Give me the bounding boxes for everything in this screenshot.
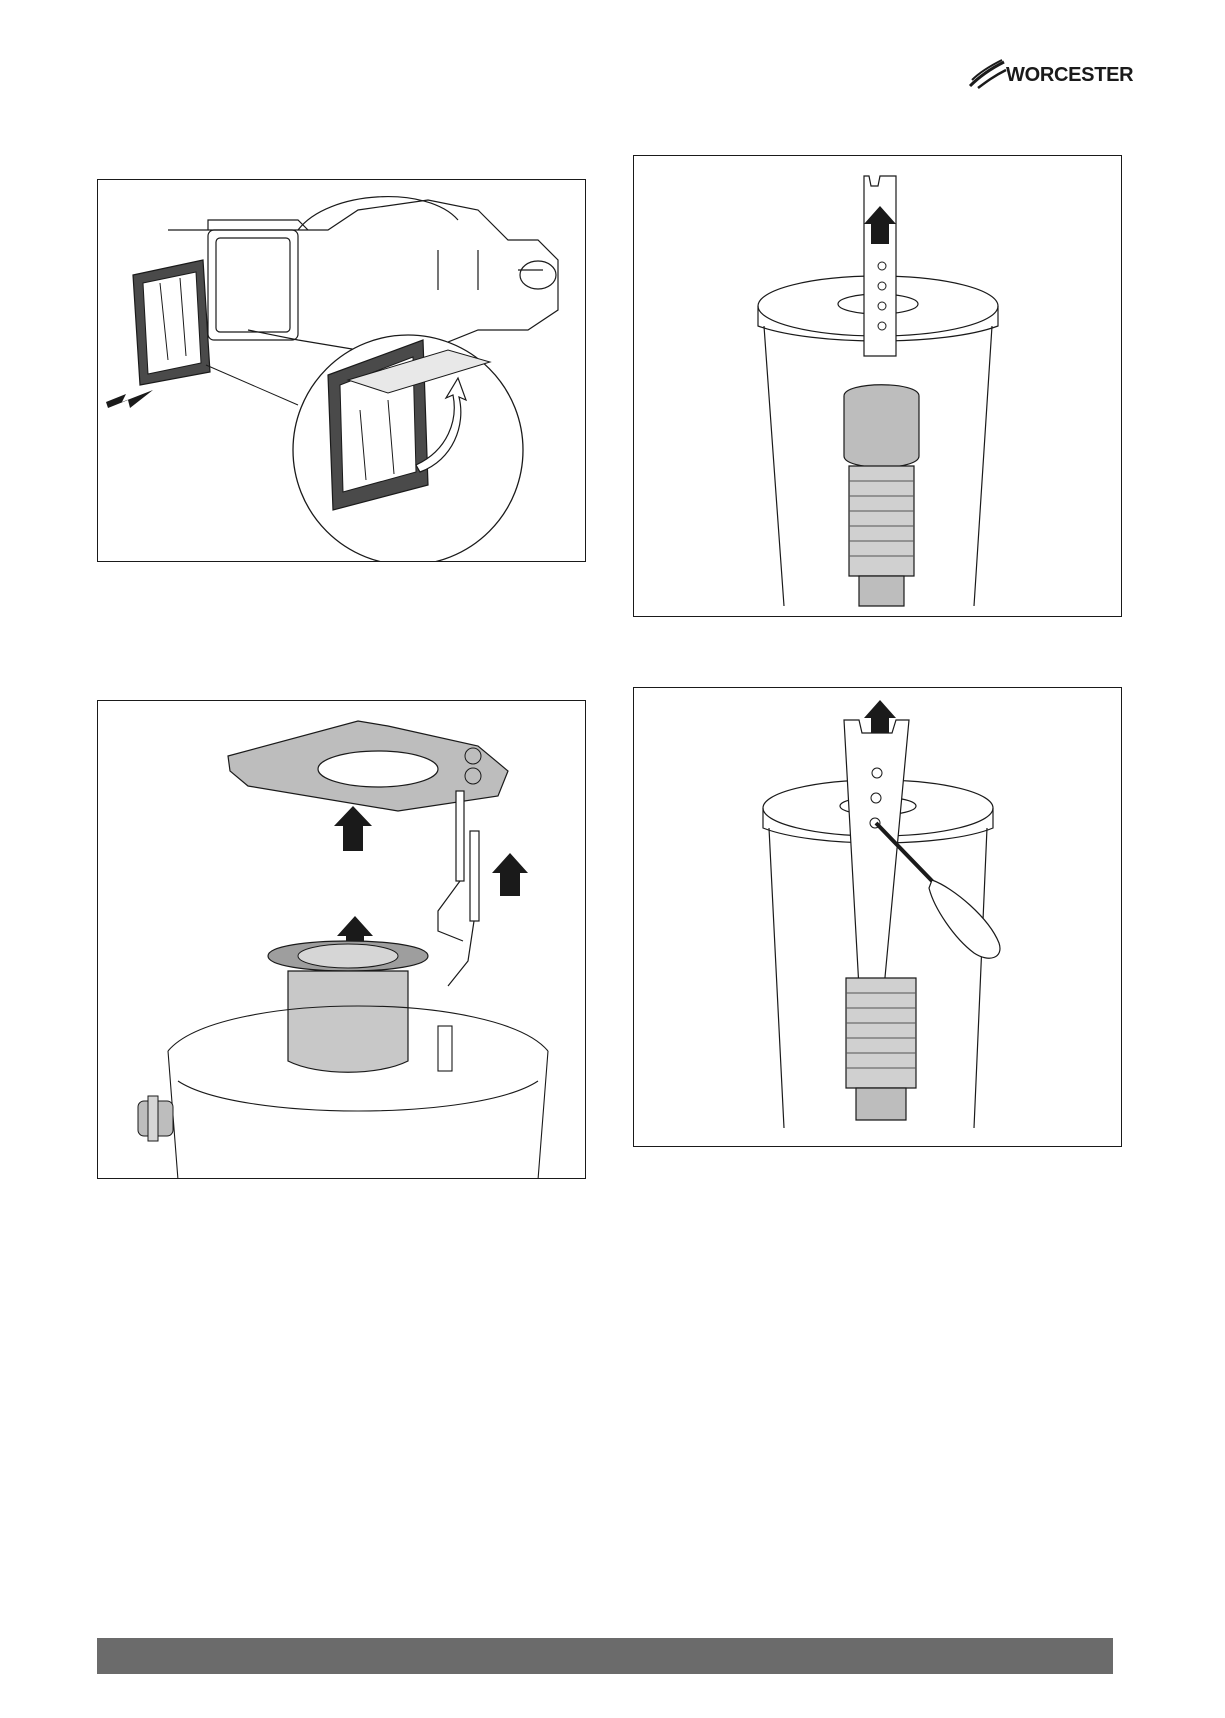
burner-removal-illustration (98, 701, 586, 1179)
figure-flap-removal (97, 179, 586, 562)
worcester-logo: WORCESTER (968, 56, 1128, 92)
insert-component (846, 978, 916, 1120)
figure-tool-lift (633, 155, 1122, 617)
worcester-flame-icon (968, 56, 1008, 92)
electrodes (438, 791, 479, 986)
figure-burner-removal (97, 700, 586, 1179)
lifting-tool (864, 176, 896, 356)
up-arrow (864, 700, 896, 738)
lifting-tool (844, 720, 909, 988)
flap-removal-illustration (98, 180, 586, 562)
up-arrow (492, 853, 528, 896)
flap-frame (133, 260, 210, 385)
up-arrow (334, 806, 372, 851)
screwdriver (876, 823, 1000, 958)
burner-body (288, 971, 408, 1072)
footer-bar (97, 1638, 1113, 1674)
logo-wordmark: WORCESTER (1006, 64, 1133, 87)
screwdriver-lever-illustration (634, 688, 1122, 1147)
inlet-connector (138, 1096, 173, 1141)
figure-screwdriver-lever (633, 687, 1122, 1147)
tool-lift-illustration (634, 156, 1122, 617)
insert-component (844, 385, 919, 606)
pull-out-arrow (106, 390, 153, 408)
